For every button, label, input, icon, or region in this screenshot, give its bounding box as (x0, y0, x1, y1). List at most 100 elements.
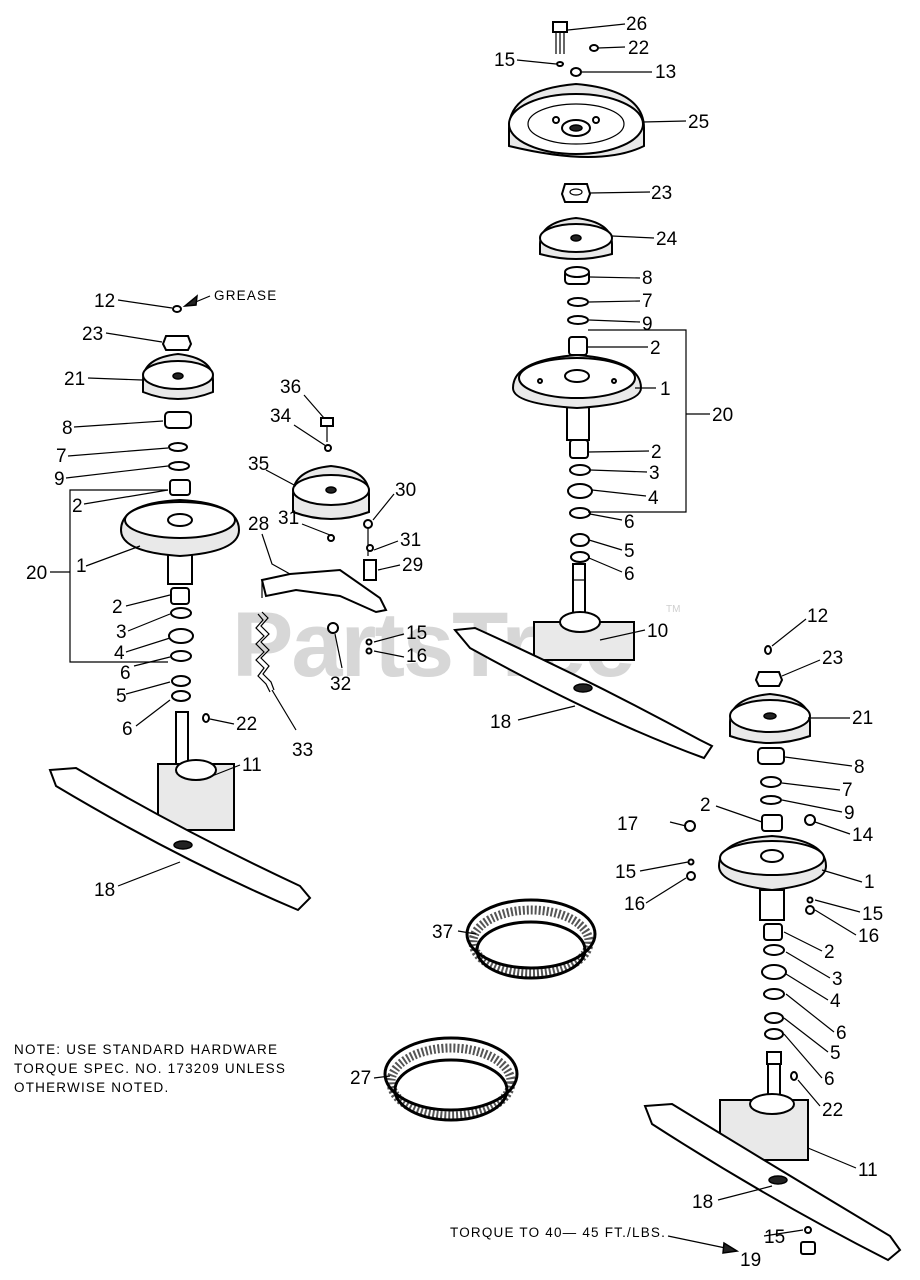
callout-35: 35 (248, 454, 269, 475)
note-line-3: OTHERWISE NOTED. (14, 1080, 169, 1095)
callout-28: 28 (248, 514, 269, 535)
pulley-21-bottom (729, 692, 811, 744)
lockwasher-15-middle (365, 638, 373, 646)
leader-lines (50, 23, 863, 1254)
torque-note: TORQUE TO 40— 45 FT./LBS. (450, 1225, 666, 1240)
callout-6: 6 (624, 512, 635, 533)
spindle-assembly-bottom-right (643, 645, 902, 1262)
blade-18-top (453, 626, 714, 760)
washer-9-bottom (760, 795, 782, 805)
callout-15: 15 (615, 862, 636, 883)
seal-3-top (569, 464, 591, 476)
callout-25: 25 (688, 112, 709, 133)
callout-15: 15 (862, 904, 883, 925)
callout-6: 6 (836, 1023, 847, 1044)
nut-23-top (560, 183, 592, 203)
washer-9-top (567, 315, 589, 325)
idler-arm-28 (260, 568, 388, 614)
callout-5: 5 (830, 1043, 841, 1064)
callout-10: 10 (647, 621, 668, 642)
key-22-bottom (790, 1071, 798, 1081)
washer-5-top (570, 533, 590, 547)
callout-23: 23 (82, 324, 103, 345)
callout-31: 31 (400, 530, 421, 551)
callout-6: 6 (120, 663, 131, 684)
washer-15-bottom-c (804, 1226, 812, 1234)
spindle-assembly-top-right (453, 21, 714, 760)
callout-12: 12 (94, 291, 115, 312)
bolt-26 (552, 21, 568, 54)
spacer-2-bottom (761, 814, 783, 832)
callout-7: 7 (642, 291, 653, 312)
callout-2: 2 (700, 795, 711, 816)
nut-23-bottom (754, 671, 784, 687)
washer-6-bottom-a (763, 988, 785, 1000)
callout-23: 23 (651, 183, 672, 204)
callout-33: 33 (292, 740, 313, 761)
callout-16: 16 (406, 646, 427, 667)
callout-6: 6 (824, 1069, 835, 1090)
spacer-2-left (169, 479, 191, 496)
callout-31: 31 (278, 508, 299, 529)
spacer-2-bottom-b (763, 923, 783, 941)
spindle-shaft-left (175, 711, 189, 769)
callout-13: 13 (655, 62, 676, 83)
note-line-2: TORQUE SPEC. NO. 173209 UNLESS (14, 1061, 286, 1076)
washer-6-bottom-b (764, 1028, 784, 1040)
seal-3-left (170, 607, 192, 619)
callout-2: 2 (824, 942, 835, 963)
callout-5: 5 (624, 541, 635, 562)
callout-17: 17 (617, 814, 638, 835)
callout-6: 6 (624, 564, 635, 585)
belt-37 (465, 898, 597, 980)
nut-32 (327, 622, 339, 634)
pulley-25 (508, 82, 645, 158)
callout-4: 4 (114, 643, 125, 664)
belt-27 (383, 1036, 519, 1122)
washer-6-top-b (570, 551, 590, 563)
callout-27: 27 (350, 1068, 371, 1089)
callout-5: 5 (116, 686, 127, 707)
bolt-30 (363, 519, 373, 529)
washer-5-bottom (764, 1012, 784, 1024)
pulley-21-left (142, 352, 214, 400)
callout-22: 22 (822, 1100, 843, 1121)
callout-34: 34 (270, 406, 292, 427)
hardware-note: NOTE: USE STANDARD HARDWARE TORQUE SPEC.… (14, 1042, 286, 1095)
callout-9: 9 (642, 314, 653, 335)
lockwasher-15-bottom-a (687, 858, 695, 866)
key-22-left (202, 713, 210, 723)
callout-30: 30 (395, 480, 416, 501)
washer-22-top (589, 44, 599, 52)
washer-31-b (366, 544, 374, 552)
callout-15: 15 (764, 1227, 785, 1248)
spindle-11-left (157, 759, 235, 831)
callout-21: 21 (852, 708, 873, 729)
blade-18-left (48, 766, 312, 912)
seal-7-bottom (760, 776, 782, 788)
callout-22: 22 (628, 38, 649, 59)
blade-18-bottom (643, 1102, 902, 1262)
callout-22: 22 (236, 714, 257, 735)
washer-5-left (171, 675, 191, 687)
bearing-4-bottom (761, 964, 787, 980)
washer-34 (324, 444, 332, 452)
bolt-14 (804, 814, 816, 826)
callout-6: 6 (122, 719, 133, 740)
callout-23: 23 (822, 648, 843, 669)
bolt-19 (800, 1241, 816, 1255)
housing-1-top (511, 353, 643, 441)
callout-3: 3 (832, 969, 843, 990)
callout-32: 32 (330, 674, 351, 695)
callout-4: 4 (648, 488, 659, 509)
watermark-trademark: TM (666, 604, 680, 615)
washer-31-a (327, 534, 335, 542)
spacer-2-left-b (170, 587, 190, 605)
bearing-4-top (567, 483, 593, 499)
callout-7: 7 (56, 446, 67, 467)
callout-9: 9 (54, 469, 65, 490)
seal-7-top (567, 297, 589, 307)
callout-3: 3 (116, 622, 127, 643)
callout-2: 2 (112, 597, 123, 618)
